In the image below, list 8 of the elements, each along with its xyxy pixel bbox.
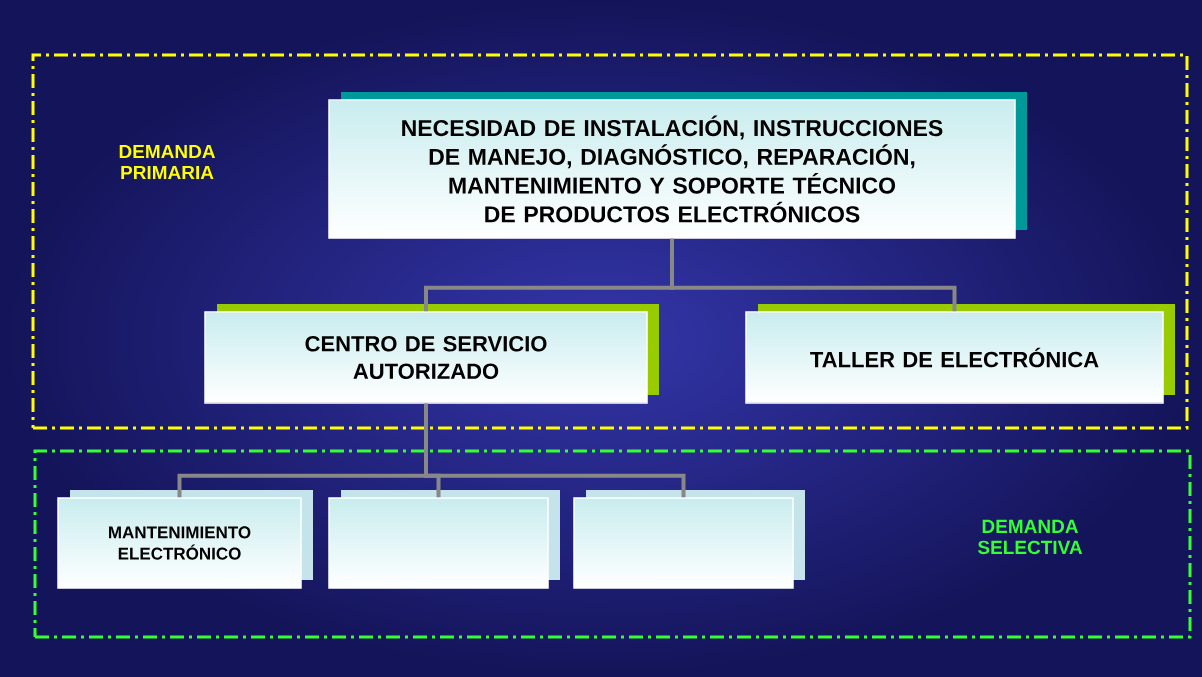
text-box <box>328 490 560 589</box>
connector-line <box>670 238 957 312</box>
connector-line <box>424 403 686 498</box>
text-box <box>573 490 805 589</box>
text-box: CENTRO DE SERVICIO AUTORIZADO <box>204 304 659 404</box>
text-box: TALLER DE ELECTRÓNICA <box>745 304 1175 404</box>
text-box: NECESIDAD DE INSTALACIÓN, INSTRUCCIONES DE MANEJO, DIAGNÓSTICO, REPARACIÓN, MANTENIMIENTO Y SOPORTE TÉCNICO DE PRODUCTOS ELECTRÓNICOS <box>328 92 1027 239</box>
text-box: MANTENIMIENTO ELECTRÓNICO <box>57 490 313 589</box>
